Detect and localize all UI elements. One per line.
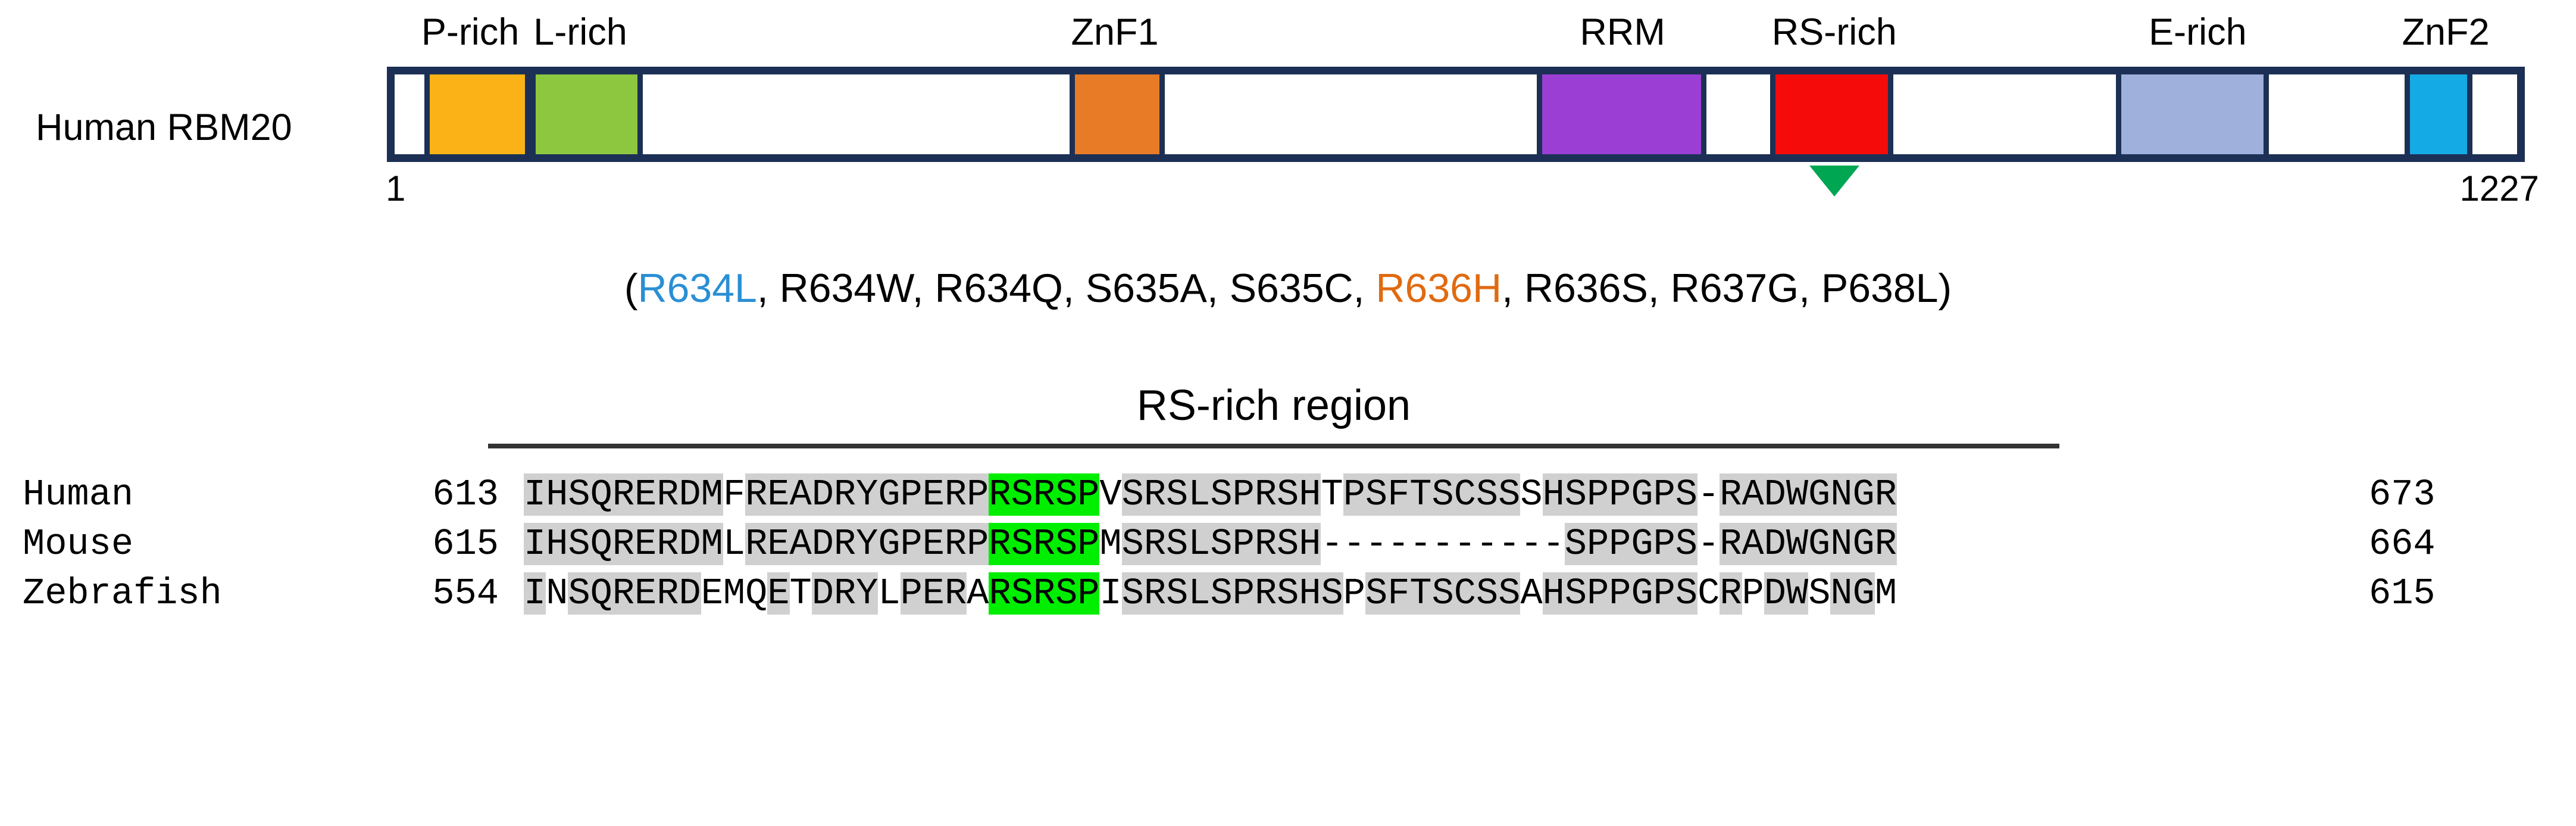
sequence-segment-white: L — [723, 523, 746, 565]
protein-backbone-bar — [387, 67, 2525, 162]
sequence-segment-white: A — [1520, 572, 1543, 615]
domain-block-rrm — [1536, 74, 1706, 154]
sequence-segment-white: P — [1742, 572, 1764, 615]
sequence-segment-gray: SPPGPS — [1564, 523, 1697, 565]
sequence-text: INSQRERDEMQETDRYLPERARSRSPISRSLSPRSHSPSF… — [524, 572, 1897, 615]
sequence-segment-white: M — [1874, 572, 1897, 615]
residue-start: 613 — [432, 473, 499, 516]
sequence-segment-gray: READRYGPERP — [745, 523, 989, 565]
domain-block-znf1 — [1069, 74, 1165, 154]
sequence-segment-gray: E — [767, 572, 790, 615]
sequence-segment-gray: READRYGPERP — [745, 473, 989, 516]
species-label: Mouse — [23, 523, 134, 565]
sequence-segment-gray: R — [945, 572, 967, 615]
sequence-segment-gray: DW — [1764, 572, 1809, 615]
alignment-row-mouse: Mouse 615 IHSQRERDMLREADRYGPERPRSRSPMSRS… — [0, 523, 2576, 565]
mutation-s635c: S635C — [1229, 266, 1353, 311]
sequence-segment-gray: SFTSCSS — [1365, 572, 1521, 615]
domain-label-rs-rich: RS-rich — [1771, 11, 1897, 53]
mutation-s635a: S635A — [1085, 266, 1207, 311]
sequence-segment-white: P — [1343, 572, 1365, 615]
sequence-segment-gray: RADWGNGR — [1720, 523, 1897, 565]
domain-block-l-rich — [530, 74, 643, 154]
sequence-segment-gray: PSFTSCSS — [1343, 473, 1521, 516]
residue-start: 615 — [432, 523, 499, 565]
sequence-segment-green: RSRSP — [989, 523, 1100, 565]
mutation-list: (R634L, R634W, R634Q, S635A, S635C, R636… — [624, 266, 1952, 311]
sequence-segment-gray: SRSLSPRSHS — [1121, 572, 1343, 615]
sequence-segment-white: A — [967, 572, 989, 615]
sequence-segment-white: - — [1697, 473, 1720, 516]
sequence-segment-white: N — [546, 572, 568, 615]
domain-block-e-rich — [2116, 74, 2269, 154]
species-label: Zebrafish — [23, 572, 222, 615]
residue-start: 554 — [432, 572, 499, 615]
mutation-r634w: R634W — [779, 266, 912, 311]
sequence-segment-white: L — [878, 572, 901, 615]
residue-end: 664 — [2369, 523, 2436, 565]
domain-label-e-rich: E-rich — [2149, 11, 2247, 53]
domain-label-znf2: ZnF2 — [2402, 11, 2490, 53]
domain-block-p-rich — [424, 74, 531, 154]
sequence-segment-gray: SRSLSPRSH — [1121, 523, 1321, 565]
sequence-segment-gray: IHSQRERDM — [524, 473, 723, 516]
sequence-segment-white: M — [1099, 523, 1122, 565]
sequence-segment-white: T — [789, 572, 812, 615]
sequence-text: IHSQRERDMLREADRYGPERPRSRSPMSRSLSPRSH----… — [524, 523, 1897, 565]
mutation-r636s: R636S — [1524, 266, 1648, 311]
sequence-segment-gray: PE — [900, 572, 945, 615]
sequence-segment-gray: NG — [1830, 572, 1875, 615]
sequence-segment-gray: HSPPGPS — [1542, 473, 1698, 516]
domain-architecture-figure: Human RBM20 P-rich L-rich ZnF1 RRM RS-rich E-… — [0, 0, 2576, 333]
mutation-r637g: R637G — [1670, 266, 1799, 311]
sequence-segment-white: S — [1520, 473, 1543, 516]
residue-start-label: 1 — [386, 169, 406, 208]
residue-end: 673 — [2369, 473, 2436, 516]
sequence-segment-white: EMQ — [701, 572, 768, 615]
sequence-segment-white: ----------- — [1321, 523, 1565, 565]
domain-label-l-rich: L-rich — [533, 11, 627, 53]
sequence-segment-green: RSRSP — [989, 572, 1100, 615]
sequence-segment-white: C — [1697, 572, 1720, 615]
sequence-segment-white: S — [1808, 572, 1831, 615]
alignment-title: RS-rich region — [1136, 382, 1411, 429]
species-label: Human — [23, 473, 134, 516]
sequence-segment-white: V — [1099, 473, 1122, 516]
sequence-segment-green: RSRSP — [989, 473, 1100, 516]
sequence-segment-white: T — [1321, 473, 1343, 516]
domain-label-rrm: RRM — [1580, 11, 1665, 53]
alignment-underline-rule — [488, 444, 2059, 448]
sequence-text: IHSQRERDMFREADRYGPERPRSRSPVSRSLSPRSHTPSF… — [524, 473, 1897, 516]
mutation-r634q: R634Q — [934, 266, 1063, 311]
sequence-segment-white: - — [1697, 523, 1720, 565]
domain-block-znf2 — [2405, 74, 2473, 154]
alignment-row-human: Human 613 IHSQRERDMFREADRYGPERPRSRSPVSRS… — [0, 473, 2576, 516]
sequence-segment-gray: R — [1720, 572, 1742, 615]
sequence-segment-gray: DRY — [811, 572, 879, 615]
sequence-segment-gray: I — [524, 572, 546, 615]
mutation-r636h: R636H — [1375, 266, 1502, 311]
sequence-segment-white: I — [1099, 572, 1122, 615]
sequence-segment-gray: SQRERD — [568, 572, 701, 615]
protein-name-label: Human RBM20 — [36, 107, 292, 148]
mutation-p638l: P638L — [1821, 266, 1939, 311]
sequence-alignment-panel: RS-rich region Human 613 IHSQRERDMFREADR… — [0, 333, 2576, 684]
sequence-segment-gray: IHSQRERDM — [524, 523, 723, 565]
domain-label-znf1: ZnF1 — [1071, 11, 1159, 53]
residue-end: 615 — [2369, 572, 2436, 615]
sequence-segment-gray: RADWGNGR — [1720, 473, 1897, 516]
alignment-row-zebrafish: Zebrafish 554 INSQRERDEMQETDRYLPERARSRSP… — [0, 572, 2576, 615]
sequence-segment-gray: HSPPGPS — [1542, 572, 1698, 615]
mutation-r634l: R634L — [637, 266, 757, 311]
residue-end-label: 1227 — [2459, 169, 2539, 208]
domain-block-rs-rich — [1770, 74, 1893, 154]
sequence-segment-white: F — [723, 473, 746, 516]
mutation-hotspot-marker-icon — [1809, 166, 1859, 197]
sequence-segment-gray: SRSLSPRSH — [1121, 473, 1321, 516]
domain-label-p-rich: P-rich — [421, 11, 520, 53]
